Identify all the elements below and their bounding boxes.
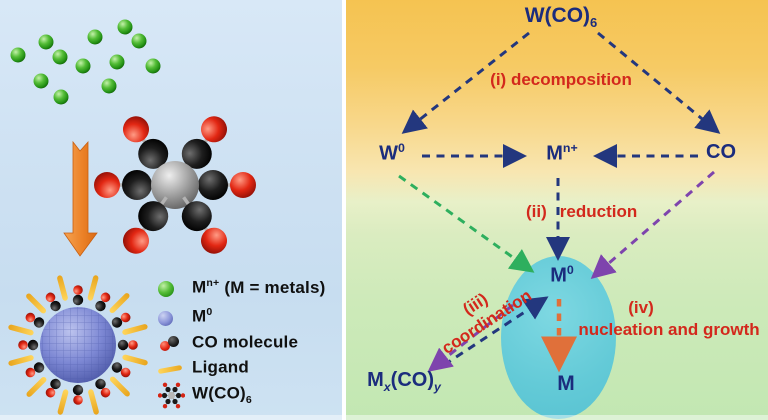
node-m: M (557, 372, 575, 395)
left-panel-art (8, 19, 256, 415)
metal-atom-icon (158, 306, 192, 330)
legend-label: W(CO)6 (192, 384, 252, 407)
node-wco6: W(CO)6 (524, 4, 598, 31)
arrow-coordination-to-mxcoy (427, 303, 514, 372)
node-w0: W0 (379, 141, 405, 165)
arrow-co-to-m0 (590, 170, 715, 279)
ligand-shell (8, 275, 148, 415)
metal-ion-icon (158, 277, 192, 301)
ligand-icon (157, 357, 192, 381)
legend-item-ligand: Ligand (157, 357, 254, 381)
bottom-edge-highlight (0, 415, 768, 420)
nanoparticle-texture (40, 307, 116, 383)
legend-item-metal-ion: Mn+(M = metals) (158, 277, 325, 301)
legend-label: M0 (192, 306, 213, 327)
node-mxcoy: Mx(CO)y (367, 369, 441, 394)
arrow-w0-to-m0 (398, 174, 535, 273)
reaction-down-arrow (63, 140, 98, 257)
legend-label: CO molecule (192, 333, 299, 353)
arrow-decomposition-to-w0 (401, 31, 530, 134)
step-decomposition-label: (i) decomposition (490, 70, 632, 89)
metal-ion-cluster (10, 19, 161, 105)
nanoparticle (8, 275, 148, 415)
step-nucleation-number: (iv) (628, 298, 654, 317)
co-molecule-icon (158, 332, 192, 356)
legend-label: Ligand (192, 358, 249, 378)
wco6-molecule (94, 116, 256, 254)
adsorbed-co-shell (18, 285, 138, 405)
node-m0: M0 (550, 263, 574, 287)
legend-item-metal-atom: M0 (158, 306, 217, 330)
arrow-mxcoy-to-m0 (443, 296, 549, 367)
legend-item-co-molecule: CO molecule (158, 332, 303, 356)
arrow-decomposition-to-co (597, 31, 721, 134)
mechanism-arrows (398, 31, 721, 373)
step-nucleation-label: nucleation and growth (578, 320, 760, 339)
mechanism-panel: W(CO)6 W0 Mn+ CO M0 M Mx(CO)y (i) decomp… (346, 0, 768, 420)
legend-item-wco6: W(CO)6 (158, 382, 257, 408)
step-reduction-label: (ii)reduction (526, 202, 638, 221)
node-co: CO (706, 141, 736, 163)
legend-label: Mn+(M = metals) (192, 277, 326, 298)
node-mn-plus: Mn+ (546, 141, 578, 165)
left-panel: Mn+(M = metals) M0 CO molecule Ligand (0, 0, 342, 420)
tungsten-atom (151, 161, 199, 209)
wco6-molecule-icon (158, 382, 192, 408)
